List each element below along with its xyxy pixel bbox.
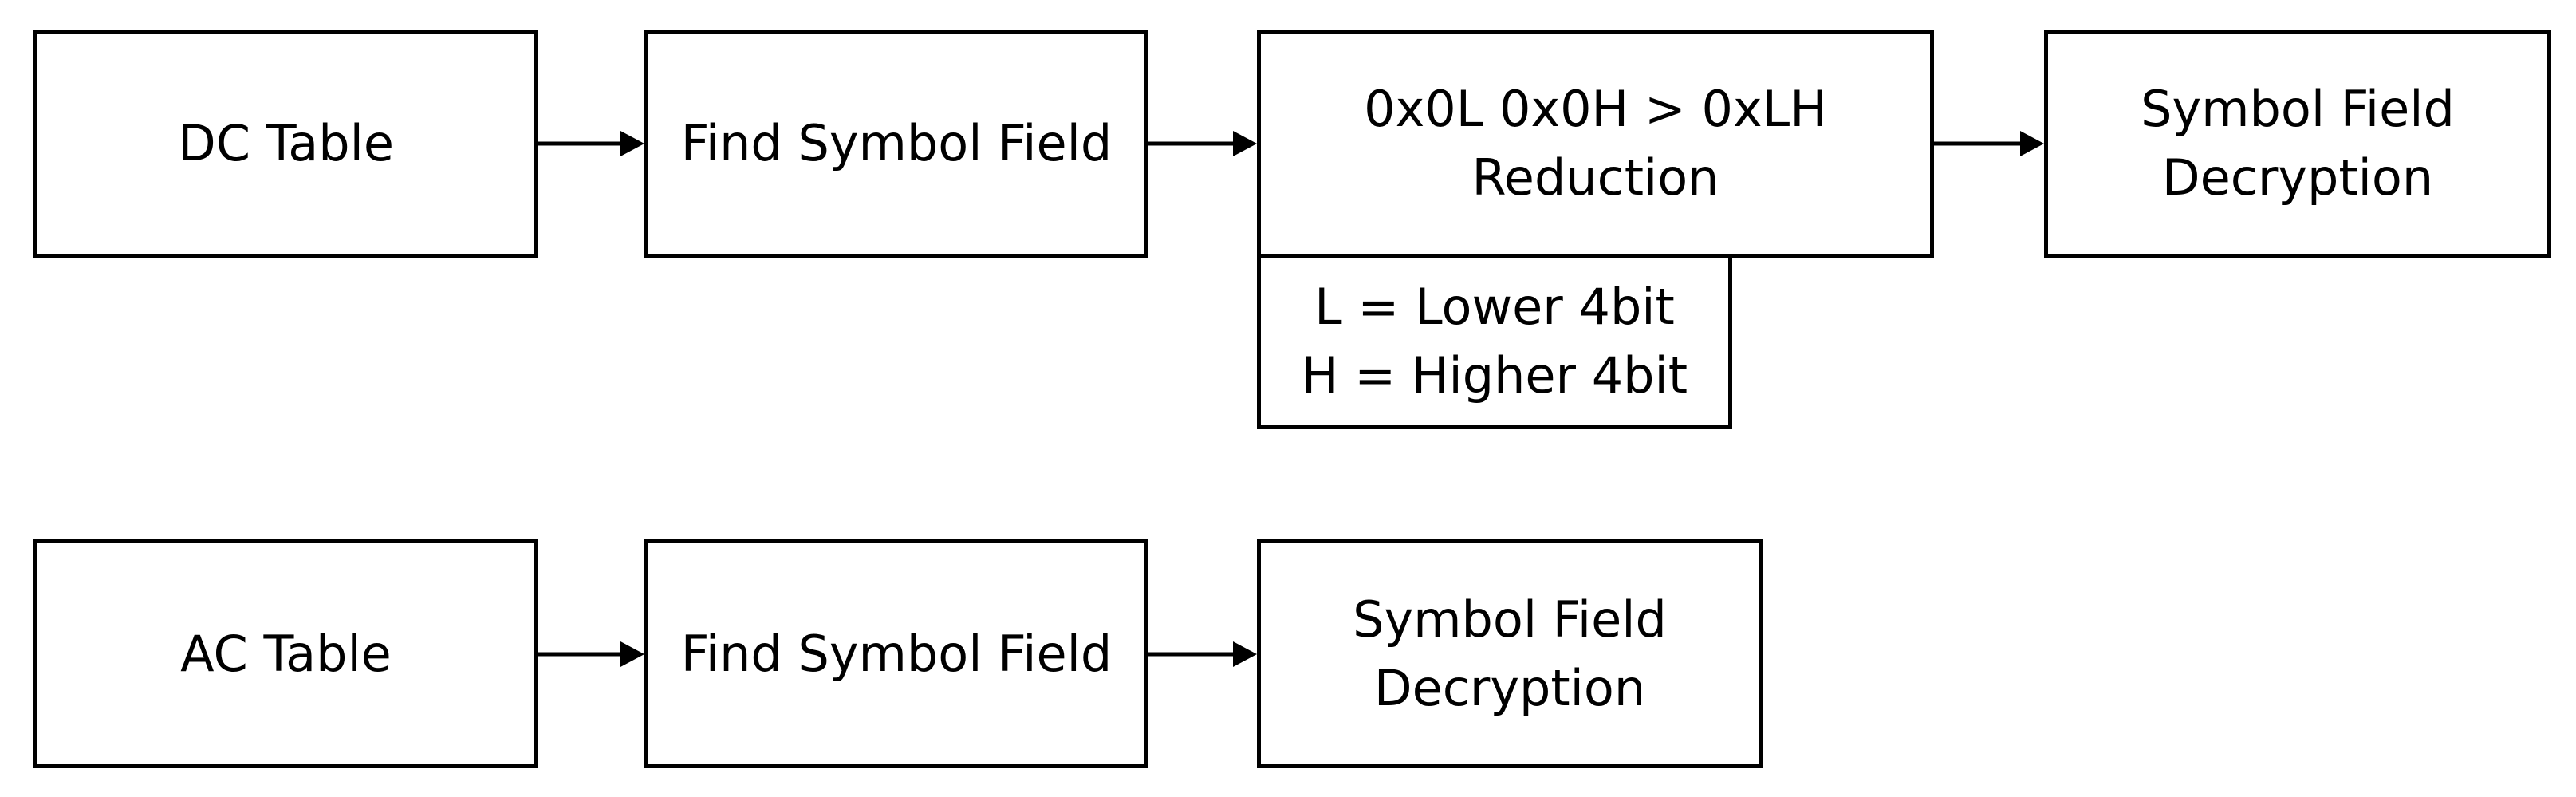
reduction-box: 0x0L 0x0H > 0xLH Reduction <box>1257 30 1934 258</box>
dc-decryption-line-1: Symbol Field <box>2141 80 2455 138</box>
reduction-line-2: Reduction <box>1471 148 1719 207</box>
arrow-dc-table-to-find <box>538 131 644 156</box>
legend-lower-4bit: L = Lower 4bit <box>1314 278 1675 336</box>
dc-find-symbol-field-box: Find Symbol Field <box>644 30 1148 258</box>
arrow-ac-find-to-decryption <box>1148 641 1257 667</box>
ac-symbol-field-decryption-box: Symbol Field Decryption <box>1257 539 1763 768</box>
dc-table-label: DC Table <box>177 114 395 172</box>
ac-table-box: AC Table <box>33 539 538 768</box>
dc-decryption-line-2: Decryption <box>2161 148 2434 207</box>
dc-find-symbol-field-label: Find Symbol Field <box>680 114 1113 172</box>
arrow-dc-reduction-to-decryption <box>1934 131 2044 156</box>
ac-table-label: AC Table <box>180 624 392 683</box>
ac-decryption-line-1: Symbol Field <box>1353 590 1667 649</box>
reduction-line-1: 0x0L 0x0H > 0xLH <box>1364 80 1827 138</box>
dc-symbol-field-decryption-box: Symbol Field Decryption <box>2044 30 2551 258</box>
ac-find-symbol-field-label: Find Symbol Field <box>680 624 1113 683</box>
reduction-legend-box: L = Lower 4bit H = Higher 4bit <box>1257 254 1732 429</box>
ac-find-symbol-field-box: Find Symbol Field <box>644 539 1148 768</box>
arrow-dc-find-to-reduction <box>1148 131 1257 156</box>
ac-decryption-line-2: Decryption <box>1373 658 1646 717</box>
legend-higher-4bit: H = Higher 4bit <box>1301 346 1688 404</box>
dc-table-box: DC Table <box>33 30 538 258</box>
arrow-ac-table-to-find <box>538 641 644 667</box>
